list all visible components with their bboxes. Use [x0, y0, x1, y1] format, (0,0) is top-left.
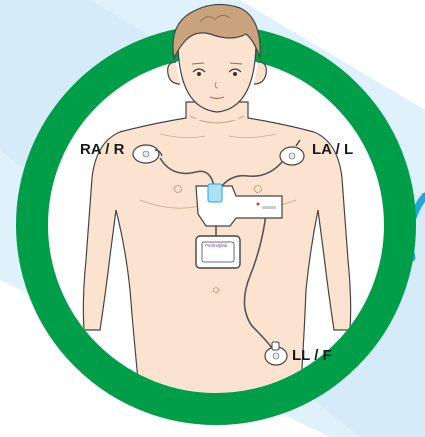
label-la-l: LA / L	[312, 141, 353, 158]
connector-clip	[208, 184, 222, 202]
label-ra-r: RA / R	[80, 141, 125, 158]
label-ll-f: LL / F	[292, 347, 332, 364]
ecg-recorder-device: CliniQlab	[196, 236, 240, 268]
connector-slot	[262, 206, 276, 209]
connector-red-dot	[257, 203, 260, 206]
device-brand-text: CliniQlab	[209, 243, 228, 248]
